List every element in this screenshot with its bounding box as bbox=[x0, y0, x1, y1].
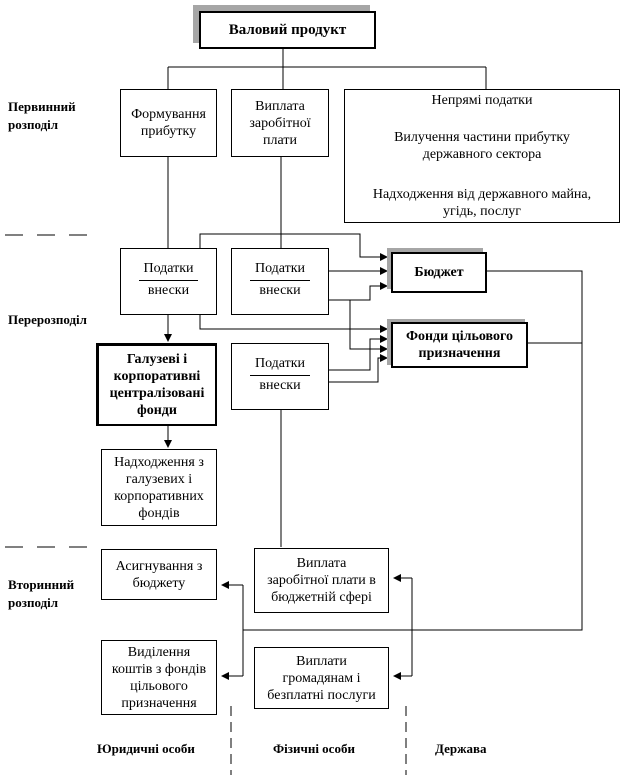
budget-box: Бюджет bbox=[391, 252, 487, 293]
sector-receipts-box: Надходження з галузевих і корпоративних … bbox=[101, 449, 217, 526]
fraction-bar bbox=[139, 280, 198, 281]
stage-primary: Первинний розподіл bbox=[8, 99, 76, 132]
budget-allocations-box: Асигнування з бюджету bbox=[101, 549, 217, 600]
stage-secondary: Вторинний розподіл bbox=[8, 577, 75, 610]
tax-box-legal-bottom: внески bbox=[147, 283, 190, 298]
wage-payment-box: Виплата заробітної плати bbox=[231, 89, 329, 157]
sector-funds-box: Галузеві і корпоративні централізовані ф… bbox=[96, 343, 217, 426]
tax-box-individuals-top: Податки bbox=[254, 261, 306, 276]
fraction-bar bbox=[250, 280, 310, 281]
target-allocations-box: Виділення коштів з фондів цільового приз… bbox=[101, 640, 217, 715]
profit-formation-box: Формування прибутку bbox=[120, 89, 217, 157]
citizen-payments-box: Виплати громадянам і безплатні послуги bbox=[254, 647, 389, 709]
property-revenue-cell: Надходження від державного майна, угідь,… bbox=[372, 187, 592, 219]
indirect-taxes-cell: Непрямі податки bbox=[431, 93, 533, 108]
column-individuals: Фізичні особи bbox=[273, 741, 355, 756]
gross-product-box: Валовий продукт bbox=[199, 11, 376, 49]
fraction-bar bbox=[250, 375, 310, 376]
target-funds-box: Фонди цільового призначення bbox=[391, 322, 528, 368]
column-state: Держава bbox=[435, 741, 487, 756]
tax-box-individuals-2-top: Податки bbox=[254, 356, 306, 371]
public-wages-box: Виплата заробітної плати в бюджетній сфе… bbox=[254, 548, 389, 613]
stage-redistribution: Перерозподіл bbox=[8, 312, 87, 327]
profit-share-cell: Вилучення частини прибутку державного се… bbox=[394, 130, 570, 162]
tax-box-individuals-2-bottom: внески bbox=[259, 378, 301, 393]
state-revenue-box bbox=[344, 89, 620, 223]
tax-box-individuals-bottom: внески bbox=[259, 283, 301, 298]
tax-box-legal: Податки внески bbox=[120, 248, 217, 315]
column-legal: Юридичні особи bbox=[97, 741, 195, 756]
tax-box-individuals: Податки внески bbox=[231, 248, 329, 315]
tax-box-legal-top: Податки bbox=[143, 261, 194, 276]
tax-box-individuals-2: Податки внески bbox=[231, 343, 329, 410]
